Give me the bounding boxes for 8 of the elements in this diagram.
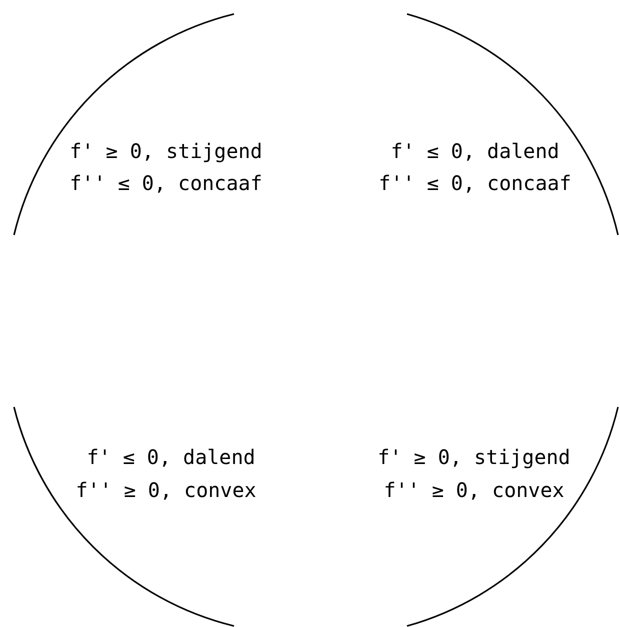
formula-text: f'' ≤ 0, concaaf bbox=[70, 171, 262, 195]
formula-text: f'' ≤ 0, concaaf bbox=[378, 171, 572, 195]
formula-text: f' ≤ 0, dalend bbox=[86, 445, 256, 469]
formula-text: f' ≥ 0, stijgend bbox=[70, 139, 262, 163]
formula-text: f' ≥ 0, stijgend bbox=[378, 445, 570, 469]
formula-text: f'' ≥ 0, convex bbox=[384, 478, 564, 502]
formula-text: f' ≤ 0, dalend bbox=[390, 139, 560, 163]
formula-text: f'' ≥ 0, convex bbox=[76, 478, 256, 502]
